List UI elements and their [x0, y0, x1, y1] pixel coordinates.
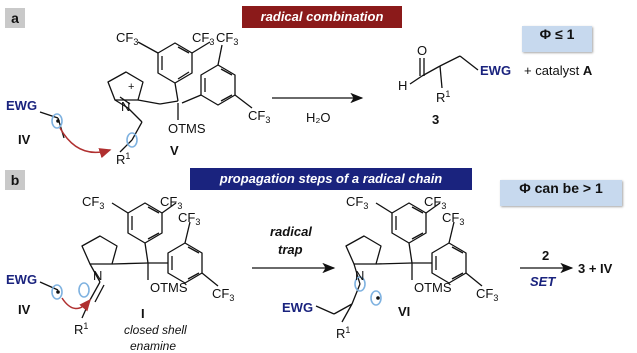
r1-vi: R1: [336, 325, 350, 341]
cf3-vi-3: CF3: [442, 210, 464, 227]
ewg-b: EWG: [6, 272, 37, 287]
r1-b: R1: [74, 321, 88, 337]
cf3-vi-1: CF3: [346, 194, 368, 211]
panel-a-banner: radical combination: [242, 6, 402, 28]
result: 3 + IV: [578, 261, 613, 276]
aryl-ring-a2: [181, 44, 253, 109]
cf3-a2: CF3: [192, 30, 214, 47]
aryl-ring-b1: [111, 202, 177, 264]
curly-arrow-a: [59, 127, 112, 159]
panel-b-banner: propagation steps of a radical chain: [190, 168, 472, 190]
cf3-vi-4: CF3: [476, 286, 498, 303]
n-b: N: [93, 268, 102, 283]
pyrrolidine-a: [107, 71, 179, 120]
enamine-note-2: enamine: [130, 339, 176, 353]
n-a: N: [121, 99, 130, 114]
h-product: H: [398, 78, 407, 93]
otms-b: OTMS: [150, 280, 188, 295]
otms-vi: OTMS: [414, 280, 452, 295]
aryl-ring-vi-2: [412, 221, 483, 287]
panel-b-quantum-yield: Φ can be > 1: [500, 180, 622, 206]
cf3-a4: CF3: [248, 108, 270, 125]
arrow2-bottom: SET: [530, 274, 556, 289]
iminium-label: V: [170, 143, 179, 158]
intermediate-label: VI: [398, 304, 410, 319]
product-3-structure: [409, 55, 479, 89]
cf3-b3: CF3: [178, 210, 200, 227]
byproduct: + catalyst A: [524, 63, 593, 78]
radical-label-b: IV: [18, 302, 31, 317]
o-product: O: [417, 43, 427, 58]
plus-a: +: [128, 81, 134, 93]
n-vi: N: [355, 268, 364, 283]
panel-a-tag: a: [5, 8, 25, 28]
curly-arrow-b: [61, 297, 91, 312]
aryl-ring-vi-1: [375, 202, 441, 264]
arrow1-line1: radical: [270, 224, 312, 239]
enamine-label: I: [141, 306, 145, 321]
pyrrolidine-b: [81, 235, 149, 283]
panel-b-tag: b: [5, 170, 25, 190]
aryl-ring-a1: [137, 41, 211, 102]
arrow1-line2: trap: [278, 242, 303, 257]
product-label-3: 3: [432, 112, 439, 127]
pyrrolidine-vi: [315, 235, 413, 323]
panel-a-quantum-yield: Φ ≤ 1: [522, 26, 592, 52]
cf3-vi-2: CF3: [424, 194, 446, 211]
r1-a: R1: [116, 151, 130, 167]
cf3-a1: CF3: [116, 30, 138, 47]
ewg-a: EWG: [6, 98, 37, 113]
enamine-note-1: closed shell: [124, 323, 187, 337]
ewg-product: EWG: [480, 63, 511, 78]
reagent-h2o: H₂O: [306, 110, 331, 125]
radical-label-a: IV: [18, 132, 31, 147]
radical-markers: [51, 113, 382, 306]
cf3-b1: CF3: [82, 194, 104, 211]
arrow2-top: 2: [542, 248, 549, 263]
cf3-b2: CF3: [160, 194, 182, 211]
cf3-a3: CF3: [216, 30, 238, 47]
cf3-b4: CF3: [212, 286, 234, 303]
r1-product: R1: [436, 89, 450, 105]
otms-a: OTMS: [168, 121, 206, 136]
aryl-ring-b2: [148, 221, 219, 287]
ewg-vi: EWG: [282, 300, 313, 315]
